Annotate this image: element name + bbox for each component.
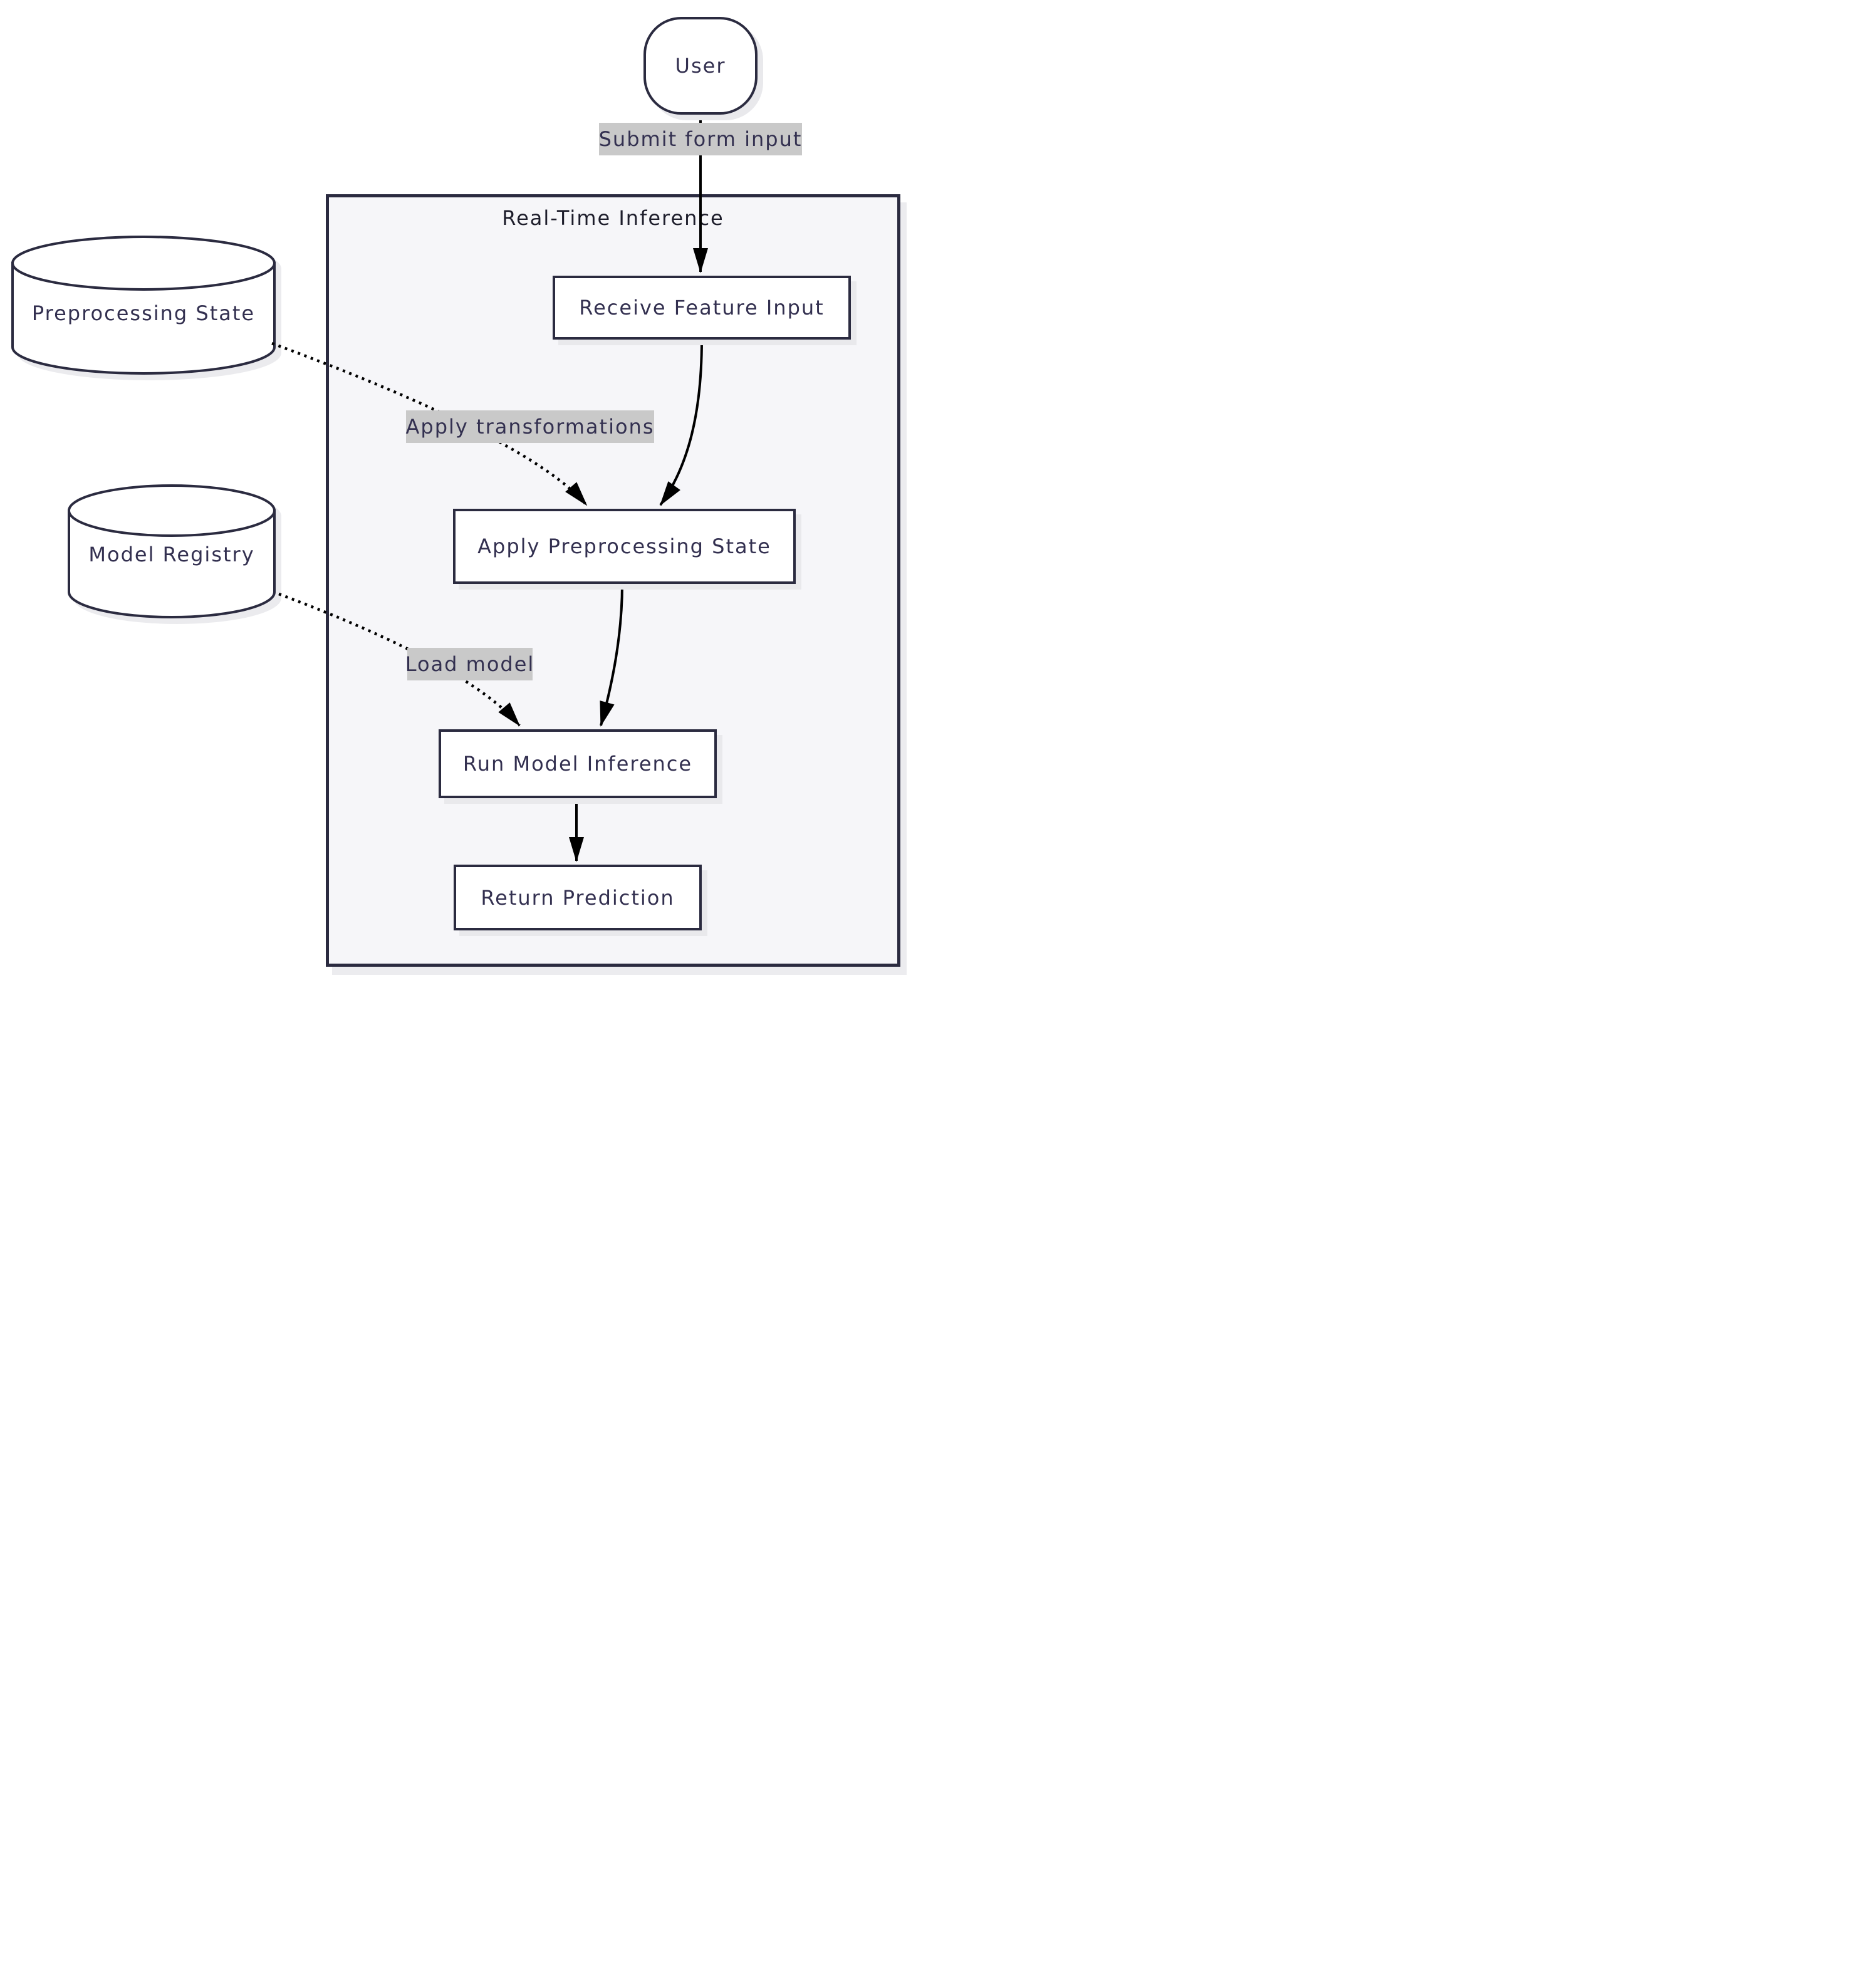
node-return-prediction: Return Prediction <box>454 865 702 930</box>
edge-label-load-model-text: Load model <box>405 652 535 676</box>
node-receive-feature-input-label: Receive Feature Input <box>579 296 825 320</box>
node-apply-preprocessing-state-label: Apply Preprocessing State <box>477 534 771 558</box>
database-model-registry-text: Model Registry <box>88 543 255 566</box>
subgraph-title: Real-Time Inference <box>502 206 724 230</box>
node-user-label: User <box>675 54 726 78</box>
node-receive-feature-input: Receive Feature Input <box>553 276 851 340</box>
edge-label-apply-transformations: Apply transformations <box>406 410 654 443</box>
database-preprocessing-state-text: Preprocessing State <box>31 301 256 325</box>
edge-layer <box>11 115 708 862</box>
edge-label-submit-form-input-text: Submit form input <box>598 127 803 151</box>
node-run-model-inference-label: Run Model Inference <box>462 752 693 776</box>
database-model-registry-shape <box>68 484 276 618</box>
edge-label-submit-form-input: Submit form input <box>599 123 802 155</box>
flowchart-canvas: Real-Time Inference User Receive Fea <box>0 0 925 994</box>
node-return-prediction-label: Return Prediction <box>481 885 675 910</box>
node-run-model-inference: Run Model Inference <box>439 729 717 798</box>
node-user: User <box>643 17 758 115</box>
edge-receive-to-apply <box>659 339 703 506</box>
edge-label-apply-transformations-text: Apply transformations <box>405 415 655 439</box>
edge-label-load-model: Load model <box>405 648 535 680</box>
database-preprocessing-state-label: Preprocessing State <box>13 285 274 341</box>
database-preprocessing-state-shape <box>11 236 276 375</box>
database-model-registry-label: Model Registry <box>69 526 274 583</box>
edge-apply-to-run <box>600 583 623 727</box>
node-apply-preprocessing-state: Apply Preprocessing State <box>453 509 796 584</box>
